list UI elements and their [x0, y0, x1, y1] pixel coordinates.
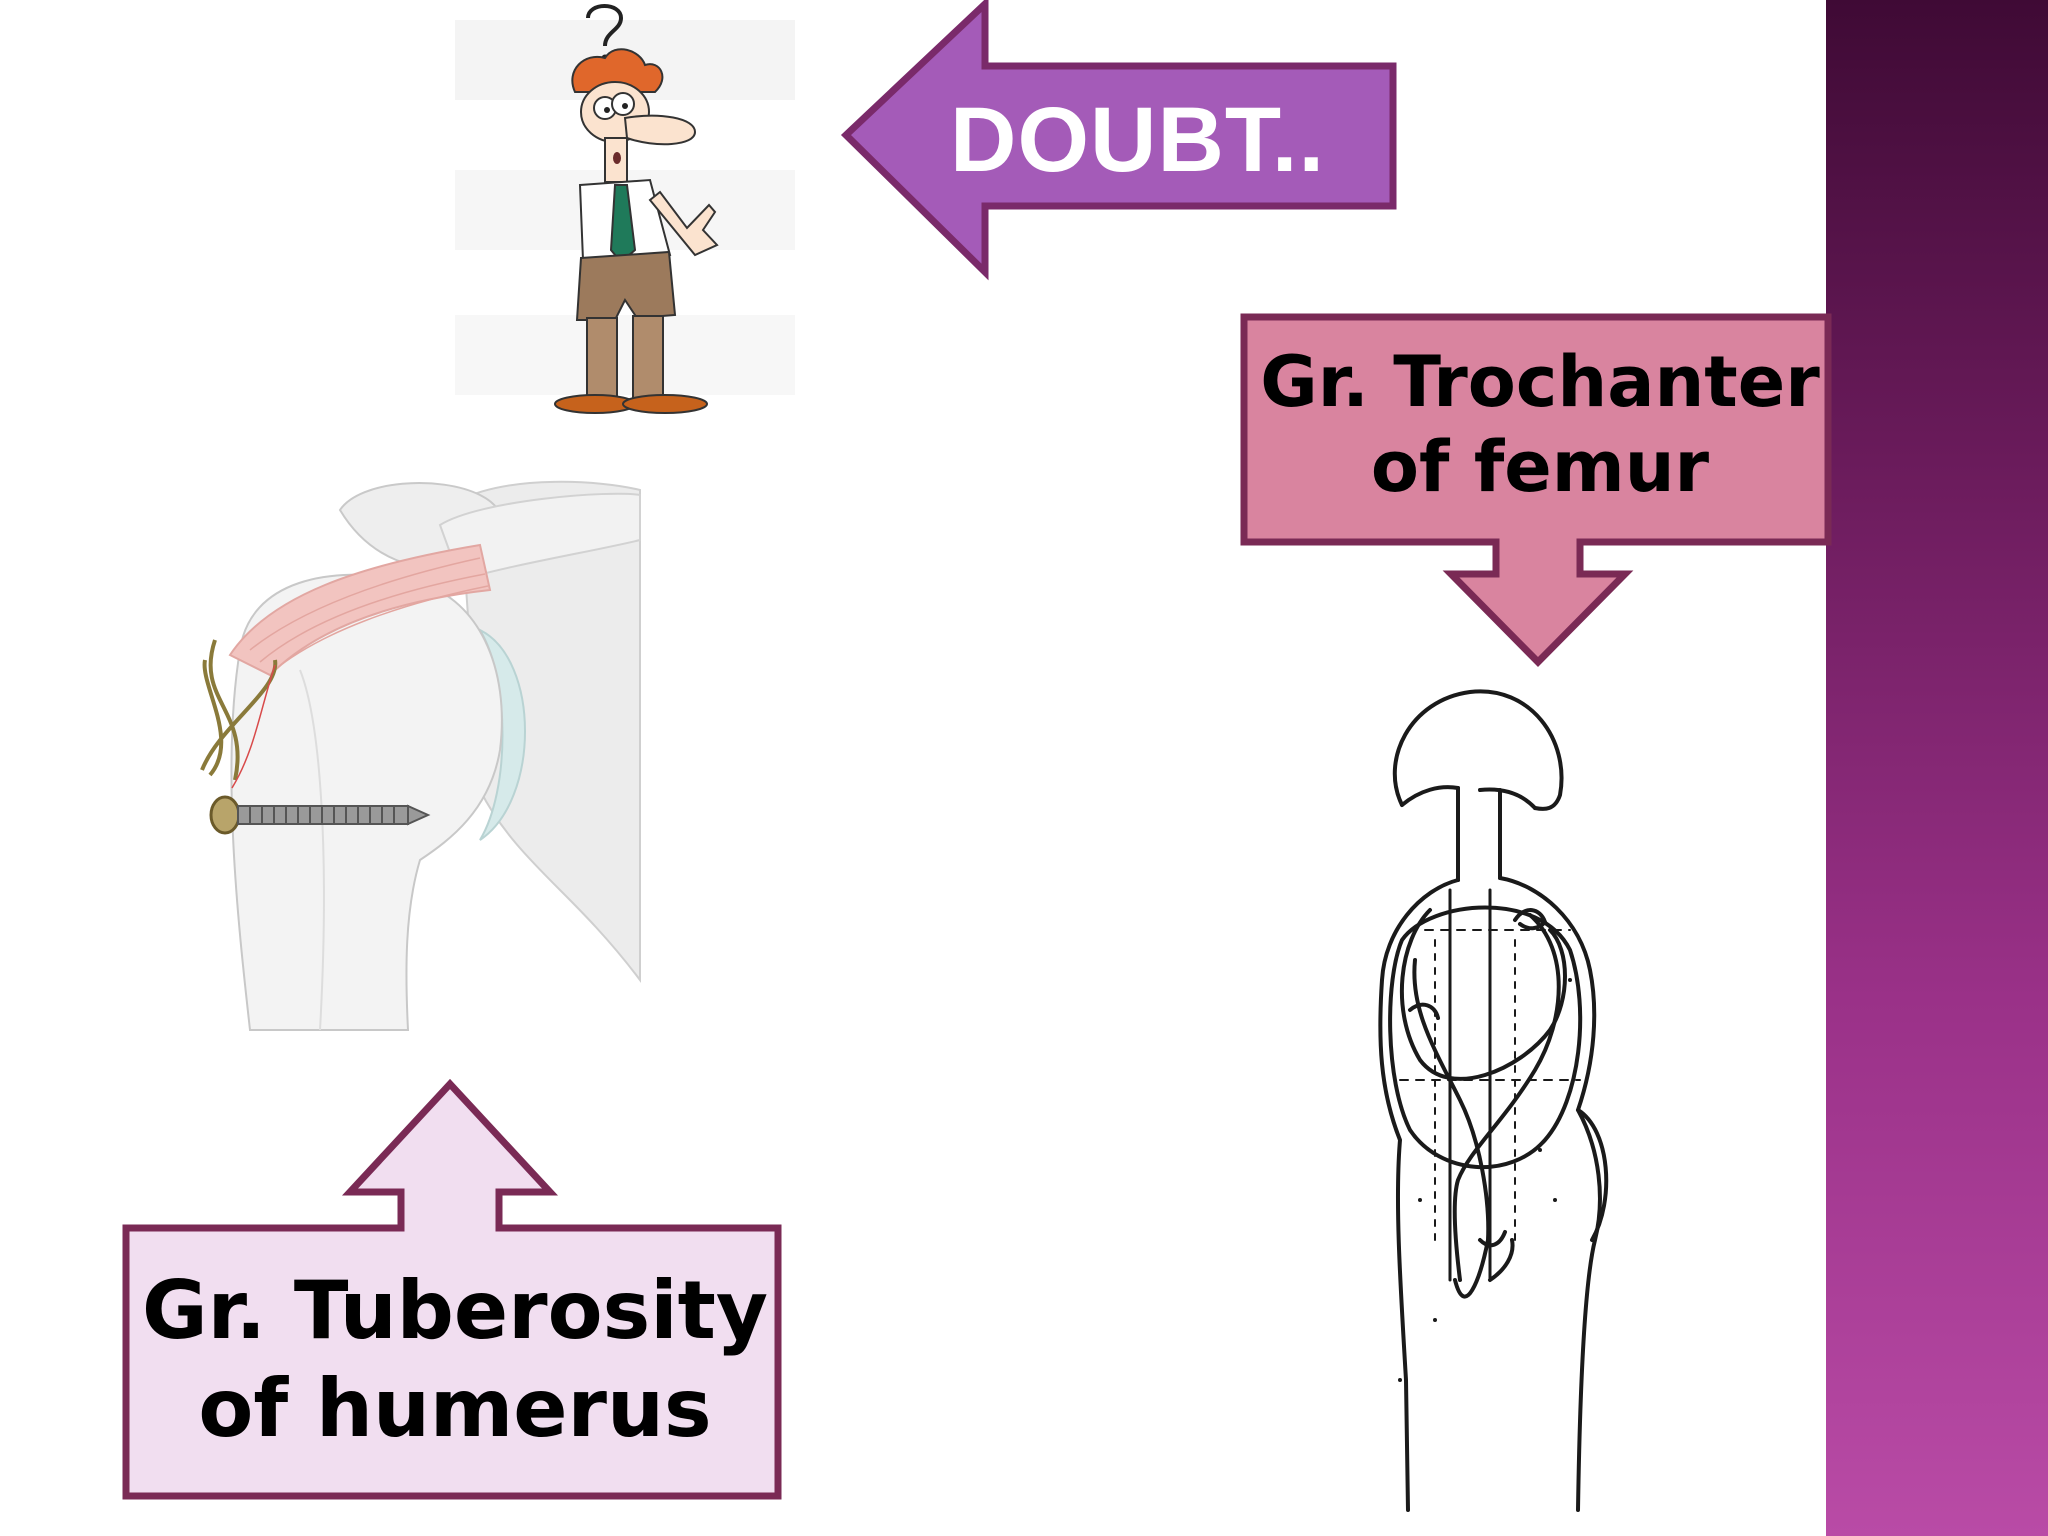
trochanter-label-line2: of femur: [1370, 426, 1710, 509]
femur-tension-band-image: [1378, 689, 1609, 1512]
tuberosity-label-line2: of humerus: [198, 1361, 712, 1455]
trochanter-label: Gr. Trochanter of femur: [1250, 340, 1830, 511]
tuberosity-label-line1: Gr. Tuberosity: [141, 1264, 769, 1357]
doubt-label: DOUBT..: [950, 89, 1325, 191]
doubt-arrow: [840, 0, 1397, 281]
trochanter-label-line1: Gr. Trochanter: [1260, 341, 1820, 423]
decorative-side-band: [1826, 0, 2048, 1536]
shoulder-screw-fixation-image: [180, 470, 641, 1031]
tuberosity-callout-shape: [122, 1078, 782, 1500]
confused-man-icon: [455, 4, 795, 414]
trochanter-callout-shape: [1240, 313, 1832, 667]
tuberosity-label: Gr. Tuberosity of humerus: [130, 1262, 780, 1457]
